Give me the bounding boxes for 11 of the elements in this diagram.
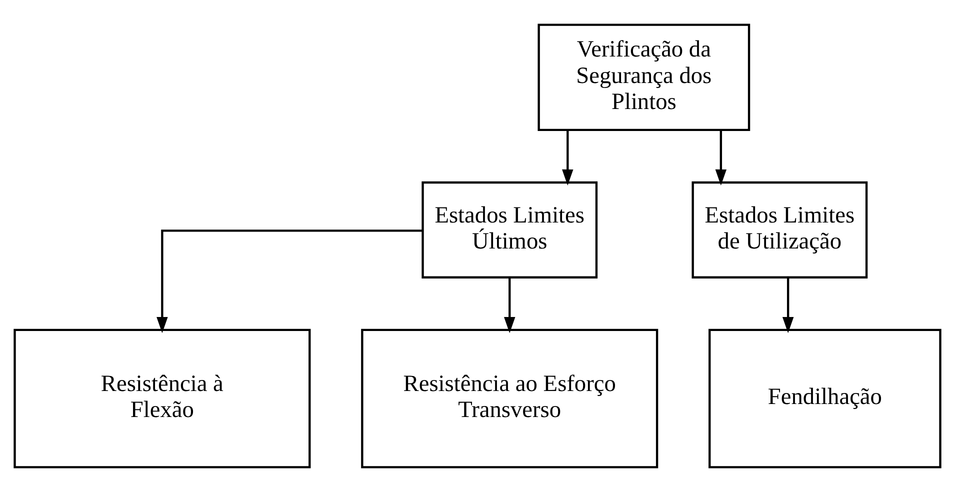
arrow xyxy=(562,130,574,186)
node-box: Resistência à Flexão xyxy=(14,328,311,468)
arrow xyxy=(504,277,516,333)
arrow xyxy=(715,130,727,186)
node-box: Verificação da Segurança dos Plintos xyxy=(538,23,750,131)
node-box: Estados Limites Últimos xyxy=(422,180,598,278)
arrow xyxy=(156,229,422,333)
node-box: Estados Limites de Utilização xyxy=(692,180,868,278)
node-box: Resistência ao Esforço Transverso xyxy=(361,328,658,468)
arrow xyxy=(782,277,794,333)
node-box: Fendilhação xyxy=(708,328,942,468)
